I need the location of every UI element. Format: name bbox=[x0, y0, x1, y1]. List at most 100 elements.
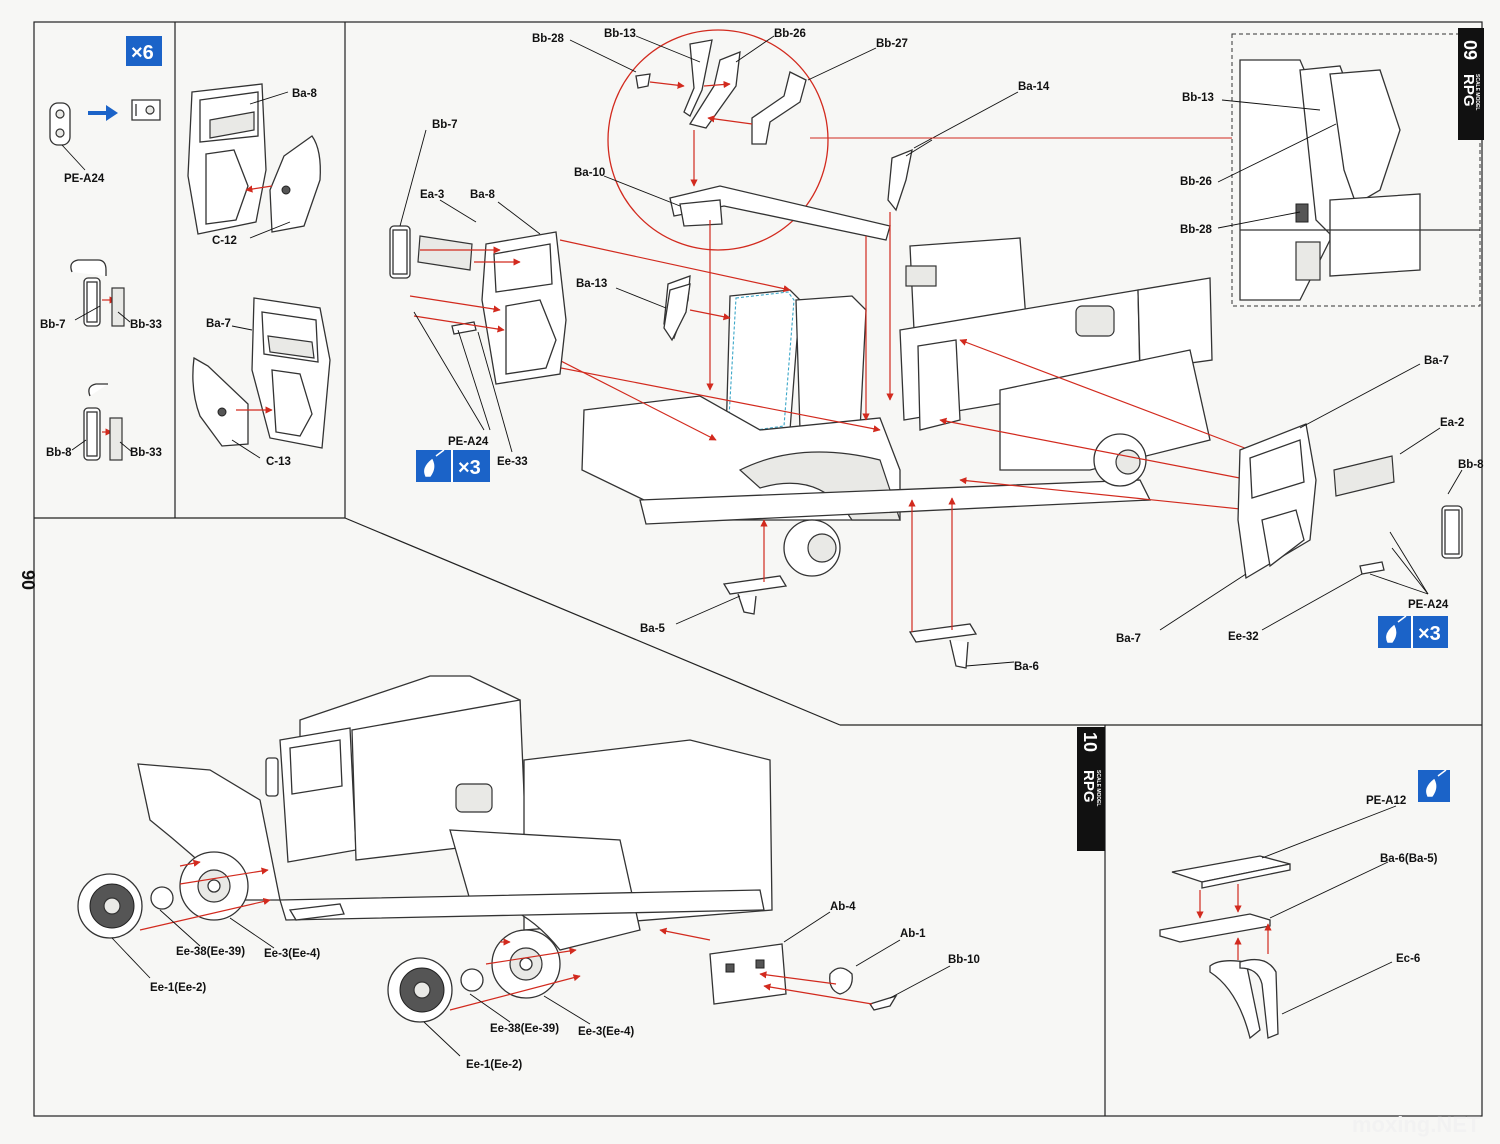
label-ee38-a: Ee-38(Ee-39) bbox=[176, 946, 245, 958]
label-ea2: Ea-2 bbox=[1440, 417, 1464, 429]
glue-drop-icon-step10 bbox=[1426, 769, 1447, 797]
bracket-ee32 bbox=[1359, 561, 1385, 575]
label-ba6-ba5: Ba-6(Ba-5) bbox=[1380, 853, 1438, 865]
rear-door bbox=[1137, 277, 1213, 371]
glue-drop-icon bbox=[424, 449, 445, 477]
door-ba7-inset: Ba-7 C-13 bbox=[192, 297, 331, 468]
mirror-step10 bbox=[265, 757, 279, 797]
interior-detail-inset: Bb-13 Bb-26 Bb-28 bbox=[810, 59, 1480, 301]
front-wheel-assembly: Ee-38(Ee-39) Ee-3(Ee-4) Ee-1(Ee-2) bbox=[77, 851, 320, 994]
pin-bb10 bbox=[868, 994, 898, 1011]
label-ab1: Ab-1 bbox=[900, 928, 926, 940]
x3-badge-left-text: ×3 bbox=[458, 457, 481, 479]
vent-detail-circle: Bb-28 Bb-13 Bb-26 Bb-27 bbox=[532, 28, 908, 251]
label-pe-a24-left: PE-A24 bbox=[448, 436, 489, 448]
windshield-glass bbox=[727, 291, 795, 435]
spacer-ee38-a bbox=[150, 886, 174, 910]
label-bb10: Bb-10 bbox=[948, 954, 980, 966]
right-door-assembly: Ba-7 Ea-2 Bb-8 PE-A24 Ee-32 Ba-7 bbox=[1116, 355, 1484, 645]
label-bb8-right: Bb-8 bbox=[1458, 459, 1484, 471]
label-ee32: Ee-32 bbox=[1228, 631, 1259, 643]
glue-drop-icon-right bbox=[1386, 615, 1407, 643]
rear-fender-step10 bbox=[449, 829, 641, 951]
tow-hitch-assembly: Ab-4 Ab-1 Bb-10 bbox=[659, 901, 980, 1011]
part-bb13-top bbox=[683, 39, 713, 117]
label-bb28-top: Bb-28 bbox=[532, 33, 565, 45]
part-bb28-top bbox=[635, 73, 651, 89]
label-ee1-a: Ee-1(Ee-2) bbox=[150, 982, 206, 994]
hook-ab1 bbox=[829, 967, 853, 995]
pe-a24-flat bbox=[49, 102, 71, 146]
vent-box bbox=[679, 199, 723, 227]
part-bb27 bbox=[751, 71, 807, 145]
label-bb28-detail: Bb-28 bbox=[1180, 224, 1213, 236]
label-ba13: Ba-13 bbox=[576, 278, 607, 290]
mirror-bb8-inset: Bb-8 Bb-33 bbox=[46, 383, 162, 461]
chassis-step10 bbox=[279, 889, 765, 921]
step-ba6 bbox=[908, 623, 978, 643]
label-ba6: Ba-6 bbox=[1014, 661, 1039, 673]
panel-frames bbox=[33, 21, 1483, 1117]
part-bb26-top bbox=[688, 50, 741, 129]
step-ba5 bbox=[722, 575, 788, 595]
label-ba7-right-bottom: Ba-7 bbox=[1116, 633, 1141, 645]
label-ba8-main: Ba-8 bbox=[470, 189, 496, 201]
label-ec6: Ec-6 bbox=[1396, 953, 1420, 965]
label-pe-a12: PE-A12 bbox=[1366, 795, 1406, 807]
label-ea3: Ea-3 bbox=[420, 189, 444, 201]
step-ba6-ba5 bbox=[1159, 913, 1271, 943]
rear-fender bbox=[999, 349, 1211, 471]
steps-labels: Ba-5 Ba-6 bbox=[640, 595, 1039, 673]
side-step-step10 bbox=[288, 903, 345, 921]
pe-a24-bend-inset: PE-A24 bbox=[49, 99, 161, 185]
step10-marker: 10 RPG SCALE MODEL bbox=[1077, 727, 1105, 851]
bracket-ec6 bbox=[1209, 960, 1261, 1040]
label-bb33-b: Bb-33 bbox=[130, 447, 162, 459]
label-bb26-top: Bb-26 bbox=[774, 28, 806, 40]
label-c12: C-12 bbox=[212, 235, 237, 247]
door-ba8-inset: Ba-8 C-12 bbox=[187, 83, 321, 247]
step10-vehicle bbox=[137, 675, 773, 951]
x3-badge-right-text: ×3 bbox=[1418, 623, 1441, 645]
label-ee1-b: Ee-1(Ee-2) bbox=[466, 1059, 522, 1071]
door-panel-c12 bbox=[269, 135, 321, 233]
label-bb27: Bb-27 bbox=[876, 38, 908, 50]
label-bb33-a: Bb-33 bbox=[130, 319, 162, 331]
glass-ea2 bbox=[1333, 455, 1395, 497]
label-ee38-b: Ee-38(Ee-39) bbox=[490, 1023, 559, 1035]
label-ab4: Ab-4 bbox=[830, 901, 856, 913]
roof-bar-ba10 bbox=[669, 185, 891, 241]
detail-inset-frame bbox=[1231, 33, 1481, 307]
mirror-glass-bb33 bbox=[111, 287, 125, 327]
glass-ea3 bbox=[417, 235, 473, 271]
step09-marker: 09 RPG SCALE MODEL bbox=[1458, 28, 1484, 140]
left-door-assembly: Bb-7 Ea-3 Ba-8 Ba-10 Ba-13 Ba-14 PE-A24 … bbox=[389, 81, 1050, 468]
step-diagonal bbox=[344, 517, 841, 726]
x3-badge-right: ×3 bbox=[1378, 615, 1448, 648]
page-number: 90 bbox=[18, 570, 38, 590]
label-ee3-a: Ee-3(Ee-4) bbox=[264, 948, 320, 960]
x6-badge: ×6 bbox=[126, 36, 162, 66]
label-pe-a24-top: PE-A24 bbox=[64, 173, 105, 185]
seat bbox=[917, 339, 961, 431]
pillar-ba13-left bbox=[663, 283, 691, 342]
page-border bbox=[33, 21, 1483, 1117]
label-ba10: Ba-10 bbox=[574, 167, 605, 179]
label-ba5: Ba-5 bbox=[640, 623, 666, 635]
label-c13: C-13 bbox=[266, 456, 291, 468]
step-plate-inset: PE-A12 Ba-6(Ba-5) Ec-6 bbox=[1159, 769, 1450, 1040]
detail-circle bbox=[607, 29, 829, 251]
step09-brand-tagline: SCALE MODEL bbox=[1474, 74, 1480, 110]
mirror-glass-bb33-b bbox=[109, 417, 123, 461]
label-bb13-detail: Bb-13 bbox=[1182, 92, 1214, 104]
x3-badge-left: ×3 bbox=[416, 449, 490, 482]
label-pe-a24-right: PE-A24 bbox=[1408, 599, 1449, 611]
watermark: moxing.NET bbox=[1352, 1112, 1481, 1137]
step09-brand: RPG bbox=[1460, 74, 1477, 107]
label-bb13-top: Bb-13 bbox=[604, 28, 636, 40]
step10-brand-tagline: SCALE MODEL bbox=[1095, 770, 1101, 806]
step09-vehicle bbox=[499, 148, 1251, 669]
label-ee33: Ee-33 bbox=[497, 456, 528, 468]
label-bb8-inset: Bb-8 bbox=[46, 447, 72, 459]
